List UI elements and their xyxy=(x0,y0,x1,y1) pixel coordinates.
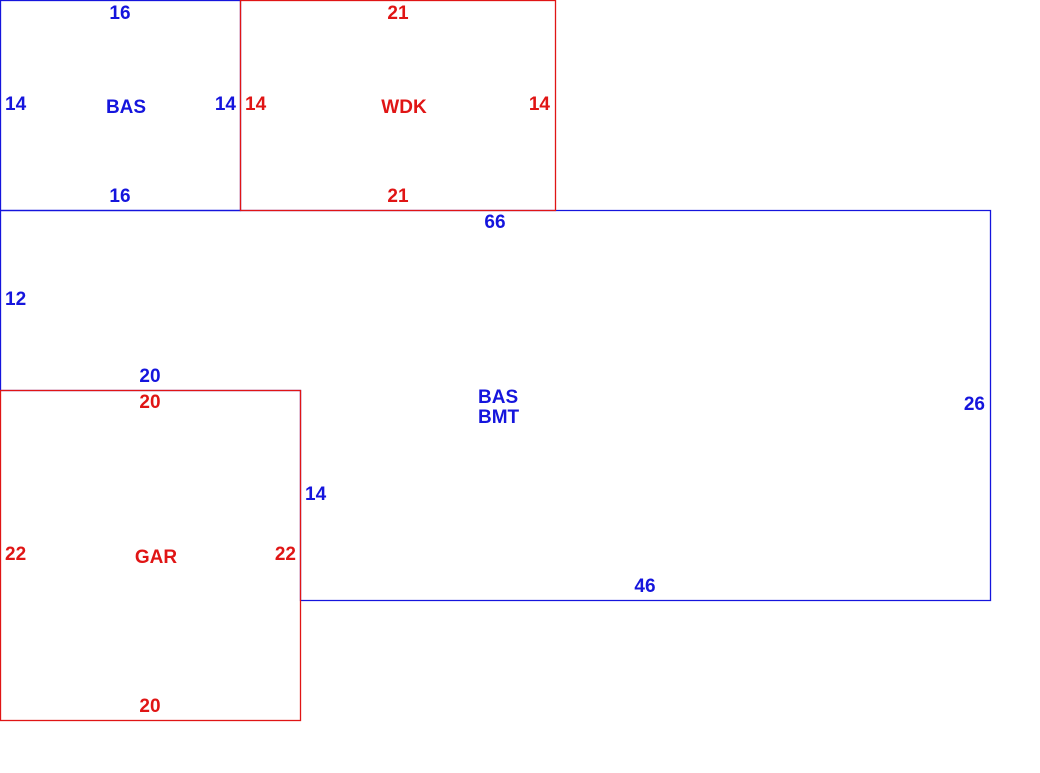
wdk-right-dim: 14 xyxy=(529,94,551,115)
gar-left-dim: 22 xyxy=(5,544,26,565)
gar-top-dim: 20 xyxy=(139,392,160,413)
bas-main-top-dim: 66 xyxy=(484,212,505,233)
bas-main-bottom-dim: 46 xyxy=(634,576,655,597)
bas-main-right-dim: 26 xyxy=(964,394,985,415)
bas-main-step-side-dim: 14 xyxy=(305,484,327,505)
bas-main-step-top-dim: 20 xyxy=(139,366,160,387)
gar-outline xyxy=(0,389,302,722)
bas-upper-left-dim: 14 xyxy=(5,94,27,115)
wdk-label: WDK xyxy=(381,97,427,118)
gar-right-dim: 22 xyxy=(275,544,296,565)
bas-upper-right-dim: 14 xyxy=(215,94,237,115)
bas-upper-bottom-dim: 16 xyxy=(109,186,130,207)
bas-main-label-2: BMT xyxy=(478,407,520,428)
bas-upper-label: BAS xyxy=(106,97,146,118)
wdk-outline xyxy=(239,0,557,212)
gar-bottom-dim: 20 xyxy=(139,696,160,717)
bas-main-label-1: BAS xyxy=(478,387,518,408)
wdk-left-dim: 14 xyxy=(245,94,267,115)
wdk-bottom-dim: 21 xyxy=(387,186,409,207)
gar-label: GAR xyxy=(135,547,178,568)
bas-upper-top-dim: 16 xyxy=(109,3,130,24)
bas-main-left-dim: 12 xyxy=(5,289,26,310)
wdk-top-dim: 21 xyxy=(387,3,409,24)
